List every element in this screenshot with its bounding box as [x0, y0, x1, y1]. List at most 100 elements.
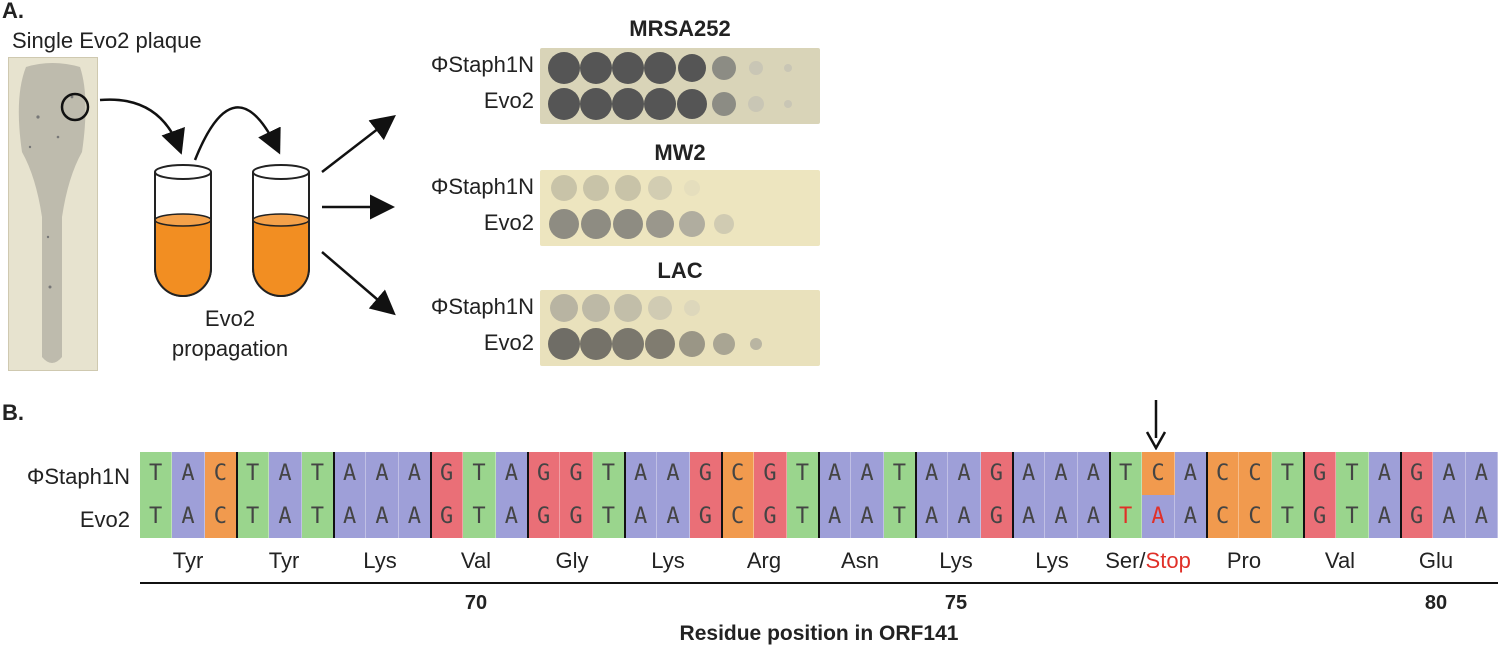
- plate-mw2: [540, 170, 820, 246]
- aa-label: Lys: [1035, 548, 1069, 573]
- nucleotide-cell: A: [1433, 452, 1466, 495]
- nucleotide-cell: A: [495, 452, 528, 495]
- plaque-spot: [644, 52, 676, 84]
- nucleotide-cell: A: [1077, 495, 1110, 538]
- plaque-spot: [581, 209, 611, 239]
- nucleotide-cell: T: [301, 495, 334, 538]
- plaque-spot: [679, 211, 705, 237]
- nucleotide-cell: C: [1207, 495, 1240, 538]
- panel-a-letter: A.: [2, 0, 24, 23]
- plaque-spot: [645, 329, 675, 359]
- nucleotide-cell: T: [1336, 495, 1369, 538]
- nucleotide-cell: C: [722, 452, 755, 495]
- nucleotide-cell: G: [1401, 452, 1434, 495]
- nucleotide-cell: A: [657, 452, 690, 495]
- aa-ser: Ser/: [1105, 548, 1146, 573]
- nucleotide-cell: C: [204, 452, 237, 495]
- tick-75: 75: [944, 592, 968, 614]
- nucleotide-cell: A: [398, 452, 431, 495]
- nucleotide-cell: A: [398, 495, 431, 538]
- codon-separator: [818, 452, 820, 538]
- nucleotide-cell: A: [1174, 452, 1207, 495]
- plate2-row-phi: ΦStaph1N: [430, 174, 534, 199]
- nucleotide-cell: A: [948, 452, 981, 495]
- codon-separator: [430, 452, 432, 538]
- nucleotide-cell: T: [592, 495, 625, 538]
- plate2-row-evo2: Evo2: [483, 210, 534, 235]
- nucleotide-cell: A: [1142, 495, 1175, 538]
- codon-separator: [1109, 452, 1111, 538]
- nucleotide-cell: G: [689, 452, 722, 495]
- nucleotide-cell: A: [366, 452, 399, 495]
- nucleotide-cell: A: [625, 452, 658, 495]
- nucleotide-cell: A: [495, 495, 528, 538]
- nucleotide-cell: A: [1013, 495, 1046, 538]
- nucleotide-cell: A: [1368, 495, 1401, 538]
- nucleotide-cell: G: [560, 495, 593, 538]
- aa-label: Lys: [363, 548, 397, 573]
- nucleotide-cell: G: [689, 495, 722, 538]
- nucleotide-cell: G: [754, 452, 787, 495]
- plaque-spot: [582, 294, 610, 322]
- plate-mrsa252: [540, 48, 820, 124]
- tick-70: 70: [464, 592, 488, 614]
- propagation-arrows: [99, 98, 396, 316]
- plaque-spot: [583, 175, 609, 201]
- nucleotide-cell: A: [269, 495, 302, 538]
- nucleotide-cell: T: [463, 495, 496, 538]
- nucleotide-cell: T: [883, 452, 916, 495]
- plate-title-mw2: MW2: [654, 140, 706, 165]
- mutation-arrow: [1145, 400, 1167, 450]
- aa-label: Asn: [841, 548, 879, 573]
- plate-title-lac: LAC: [657, 258, 703, 283]
- aa-label: Tyr: [268, 548, 300, 573]
- nucleotide-cell: A: [1077, 452, 1110, 495]
- plaque-spot: [612, 52, 644, 84]
- propagation-label-line2: propagation: [171, 336, 289, 361]
- nucleotide-cell: A: [334, 495, 367, 538]
- residue-axis-line: [140, 582, 1498, 584]
- aa-label: Val: [460, 548, 492, 573]
- nucleotide-cell: G: [560, 452, 593, 495]
- nucleotide-cell: C: [1207, 452, 1240, 495]
- codon-separator: [915, 452, 917, 538]
- nucleotide-cell: A: [851, 495, 884, 538]
- nucleotide-cell: G: [754, 495, 787, 538]
- aa-label: Val: [1324, 548, 1356, 573]
- aa-label: Glu: [1418, 548, 1454, 573]
- nucleotide-cell: T: [1336, 452, 1369, 495]
- nucleotide-cell: A: [269, 452, 302, 495]
- aa-label: Arg: [746, 548, 782, 573]
- nucleotide-cell: A: [1433, 495, 1466, 538]
- nucleotide-cell: C: [1239, 495, 1272, 538]
- tick-80: 80: [1424, 592, 1448, 614]
- plate-title-mrsa252: MRSA252: [629, 16, 731, 41]
- nucleotide-cell: T: [786, 452, 819, 495]
- nucleotide-cell: A: [657, 495, 690, 538]
- nucleotide-cell: T: [463, 452, 496, 495]
- nucleotide-cell: A: [851, 452, 884, 495]
- nucleotide-cell: T: [140, 452, 173, 495]
- nucleotide-cell: C: [1239, 452, 1272, 495]
- nucleotide-cell: A: [625, 495, 658, 538]
- codon-separator: [1012, 452, 1014, 538]
- nucleotide-cell: G: [1401, 495, 1434, 538]
- plaque-spot: [784, 64, 792, 72]
- nucleotide-cell: A: [819, 495, 852, 538]
- nucleotide-cell: A: [819, 452, 852, 495]
- nucleotide-cell: T: [592, 452, 625, 495]
- codon-separator: [1206, 452, 1208, 538]
- nucleotide-cell: C: [722, 495, 755, 538]
- aa-label: Pro: [1226, 548, 1262, 573]
- nucleotide-cell: A: [1465, 495, 1498, 538]
- plaque-label: Single Evo2 plaque: [12, 28, 202, 53]
- plate3-row-phi: ΦStaph1N: [430, 294, 534, 319]
- codon-separator: [1400, 452, 1402, 538]
- plaque-spot: [712, 56, 736, 80]
- plate3-row-evo2: Evo2: [483, 330, 534, 355]
- nucleotide-cell: T: [237, 495, 270, 538]
- plaque-spot: [714, 214, 734, 234]
- nucleotide-cell: A: [1174, 495, 1207, 538]
- aa-label: Tyr: [172, 548, 204, 573]
- aa-stop: Stop: [1145, 548, 1191, 573]
